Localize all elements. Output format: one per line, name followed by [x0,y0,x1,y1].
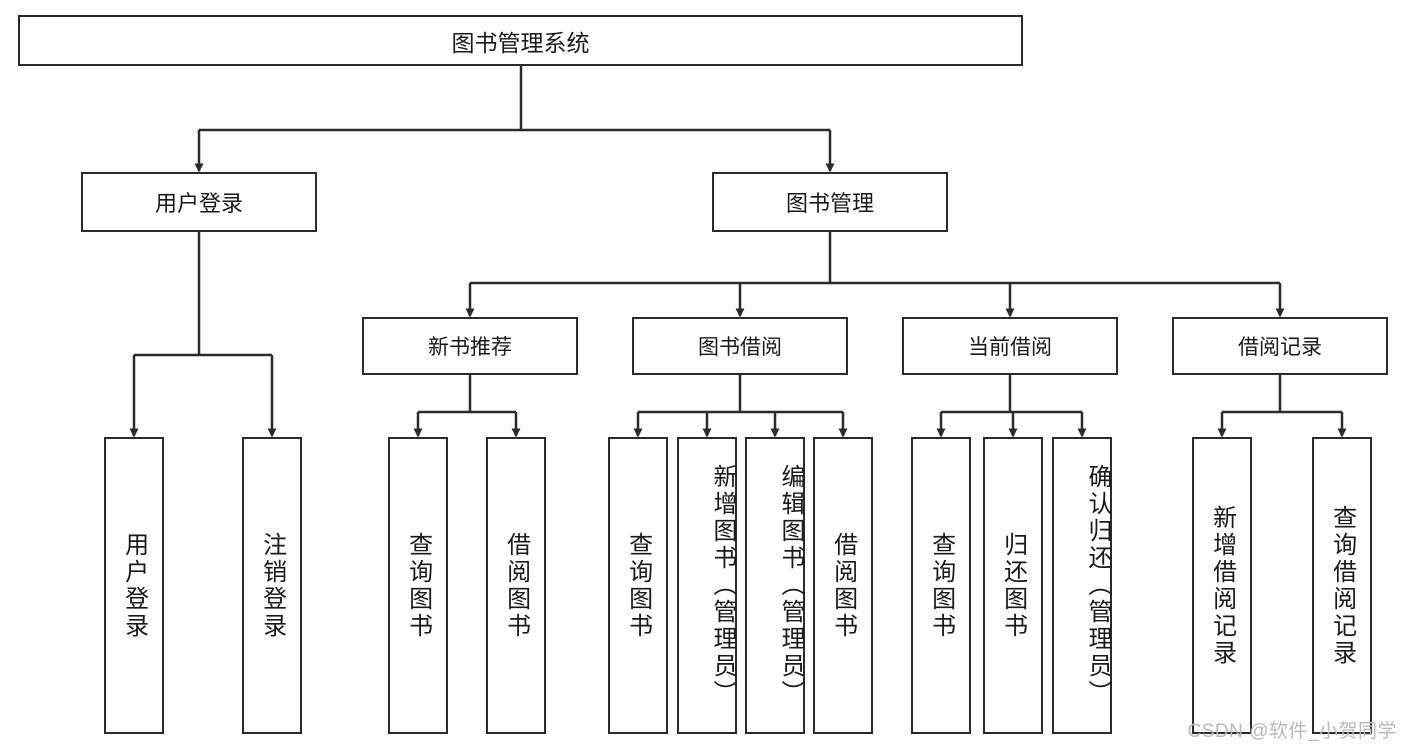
node-leaf-user-login[interactable]: 用户登录 [104,437,164,734]
node-label: 借阅图书 [502,531,530,640]
node-leaf-borrow-book-2[interactable]: 借阅图书 [813,437,873,734]
node-label: 新增图书（管理员） [709,464,736,707]
node-leaf-borrow-book-1[interactable]: 借阅图书 [486,437,546,734]
node-book-management[interactable]: 图书管理 [712,172,948,232]
node-leaf-edit-book-admin[interactable]: 编辑图书（管理员） [745,437,805,734]
node-label: 归还图书 [999,531,1027,640]
node-label: 查询图书 [404,531,432,640]
node-leaf-query-book-1[interactable]: 查询图书 [388,437,448,734]
node-label: 新增借阅记录 [1208,504,1236,667]
node-label: 新书推荐 [428,336,512,359]
node-label: 图书管理系统 [451,29,590,56]
node-leaf-query-book-3[interactable]: 查询图书 [911,437,971,734]
node-current-borrow[interactable]: 当前借阅 [902,317,1118,375]
node-label: 当前借阅 [968,336,1052,359]
node-label: 用户登录 [154,191,243,216]
node-leaf-query-book-2[interactable]: 查询图书 [608,437,668,734]
node-label: 查询借阅记录 [1328,504,1356,667]
node-leaf-return-book[interactable]: 归还图书 [983,437,1043,734]
node-leaf-query-borrow-record[interactable]: 查询借阅记录 [1312,437,1372,734]
node-label: 编辑图书（管理员） [777,464,804,707]
node-leaf-logout-login[interactable]: 注销登录 [242,437,302,734]
node-root-system[interactable]: 图书管理系统 [18,15,1023,66]
watermark-text: CSDN @软件_小贺同学 [1187,721,1397,742]
node-label: 借阅图书 [829,531,857,640]
node-leaf-add-book-admin[interactable]: 新增图书（管理员） [677,437,737,734]
node-label: 确认归还（管理员） [1084,464,1111,707]
node-user-login[interactable]: 用户登录 [81,172,317,232]
node-label: 查询图书 [927,531,955,640]
node-new-book-recommend[interactable]: 新书推荐 [362,317,578,375]
node-label: 图书借阅 [698,336,782,359]
node-label: 借阅记录 [1238,336,1322,359]
node-label: 查询图书 [624,531,652,640]
node-borrow-record[interactable]: 借阅记录 [1172,317,1388,375]
node-label: 用户登录 [120,531,148,640]
node-label: 注销登录 [258,531,286,640]
node-leaf-confirm-return-admin[interactable]: 确认归还（管理员） [1052,437,1112,734]
node-leaf-add-borrow-record[interactable]: 新增借阅记录 [1192,437,1252,734]
node-label: 图书管理 [785,191,874,216]
node-book-borrow[interactable]: 图书借阅 [632,317,848,375]
